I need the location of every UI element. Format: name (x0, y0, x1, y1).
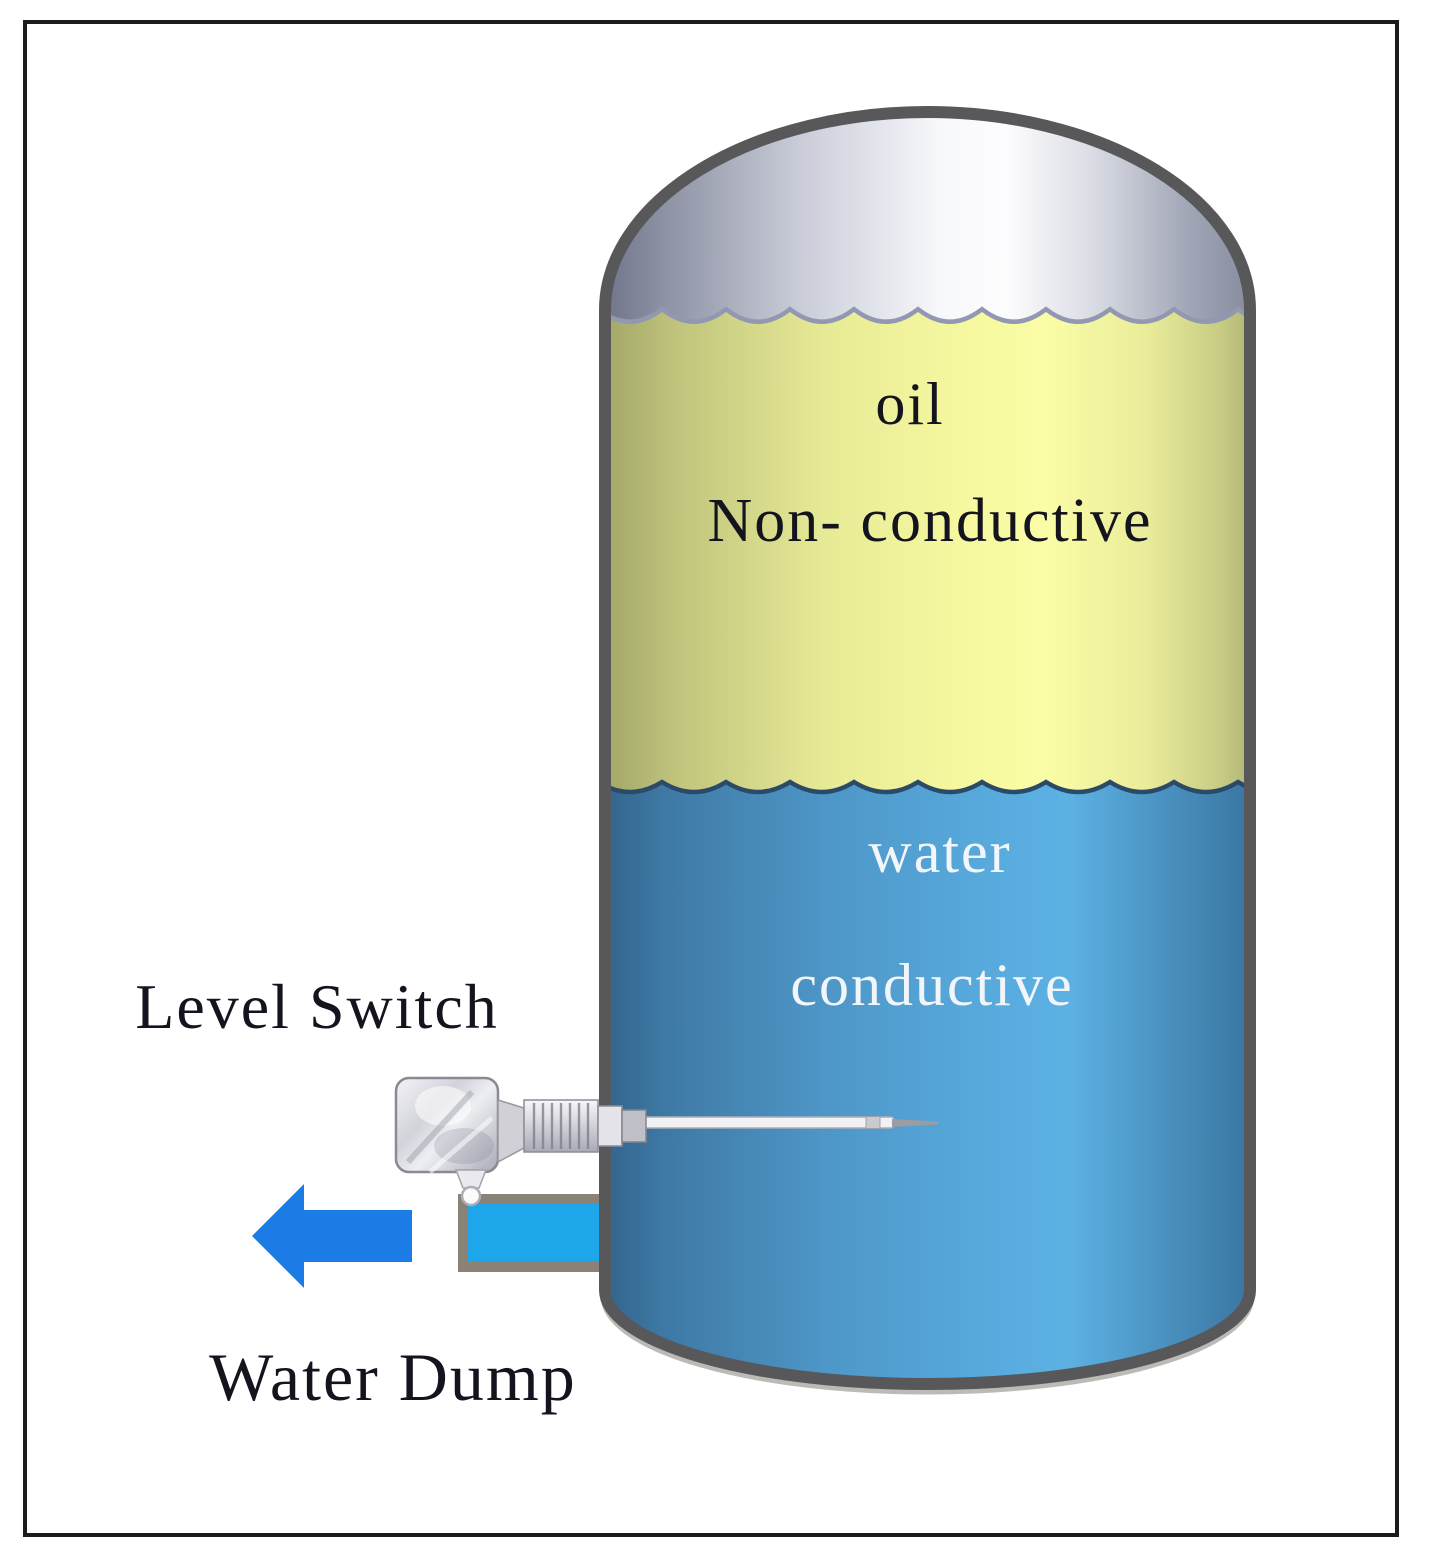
water-property-label: conductive (790, 952, 1073, 1018)
water-label: water (868, 819, 1011, 885)
drip-bead (460, 1185, 482, 1207)
tank-outline (599, 106, 1256, 1390)
drain-bracket (454, 1169, 488, 1189)
oil-water-interface (605, 779, 1250, 795)
water-outlet-pipe (458, 1194, 614, 1272)
outlet-water-flow (468, 1204, 614, 1262)
flow-arrow (252, 1184, 412, 1288)
oil-property-label: Non- conductive (708, 487, 1153, 555)
level-switch-collar (597, 1105, 623, 1147)
level-switch-nut (621, 1109, 647, 1143)
probe-tip (892, 1119, 938, 1127)
level-switch-device (394, 1076, 938, 1207)
probe-joint (865, 1116, 881, 1129)
head-highlight (415, 1086, 471, 1126)
oil-surface-wave (605, 306, 1250, 329)
water-layer (605, 782, 1250, 1384)
thread-lines (532, 1103, 590, 1149)
head-facet-line (405, 1089, 475, 1165)
water-dump-caption: Water Dump (209, 1339, 577, 1415)
oil-label: oil (875, 371, 944, 437)
head-facet-highlight (428, 1116, 494, 1174)
level-switch-caption: Level Switch (135, 971, 498, 1042)
level-switch-probe (643, 1116, 895, 1129)
separator-tank: oil Non- conductive water conductive (599, 106, 1256, 1390)
